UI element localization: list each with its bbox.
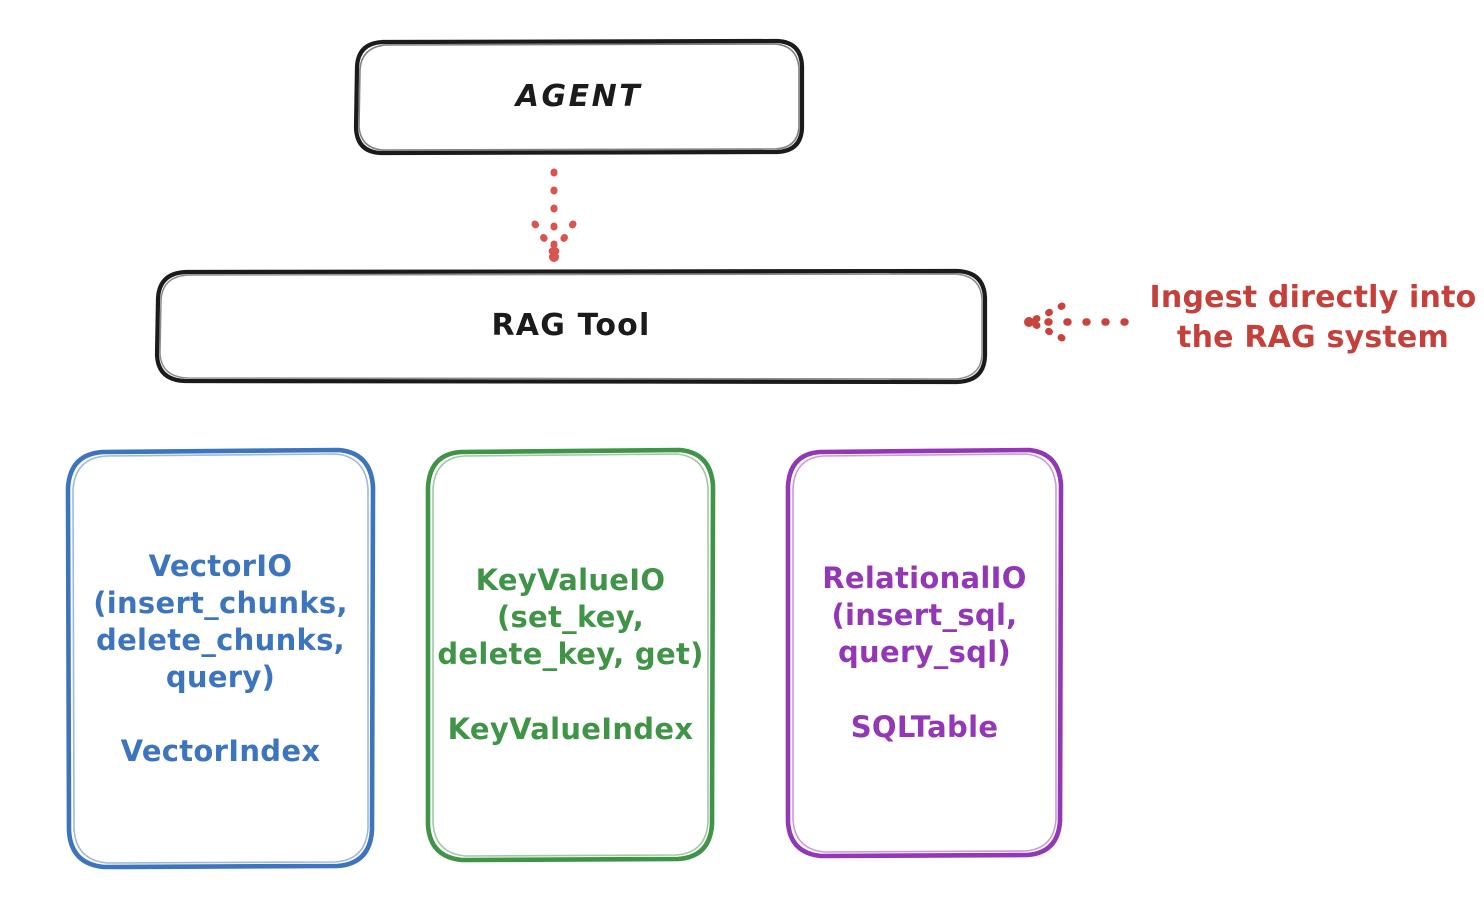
edge-agent-to-rag-tool [531, 168, 577, 262]
node-rag-tool[interactable]: RAG Tool [157, 271, 985, 382]
node-rag-tool-label: RAG Tool [491, 308, 651, 344]
node-key-value-io[interactable]: KeyValueIO (set_key, delete_key, get) Ke… [428, 450, 713, 860]
annotation-ingest-text: Ingest directly into the RAG system [1149, 280, 1477, 355]
node-agent-label: AGENT [515, 78, 643, 114]
node-relational-io-label: RelationalIO (insert_sql, query_sql) SQL… [822, 561, 1027, 744]
node-vector-io[interactable]: VectorIO (insert_chunks, delete_chunks, … [68, 450, 373, 868]
edge-ingest-annotation [1024, 302, 1129, 342]
annotation-ingest: Ingest directly into the RAG system [1148, 278, 1478, 358]
node-agent[interactable]: AGENT [356, 41, 802, 153]
node-relational-io[interactable]: RelationalIO (insert_sql, query_sql) SQL… [788, 450, 1061, 856]
node-vector-io-label: VectorIO (insert_chunks, delete_chunks, … [93, 548, 348, 769]
node-key-value-io-label: KeyValueIO (set_key, delete_key, get) Ke… [437, 563, 704, 746]
